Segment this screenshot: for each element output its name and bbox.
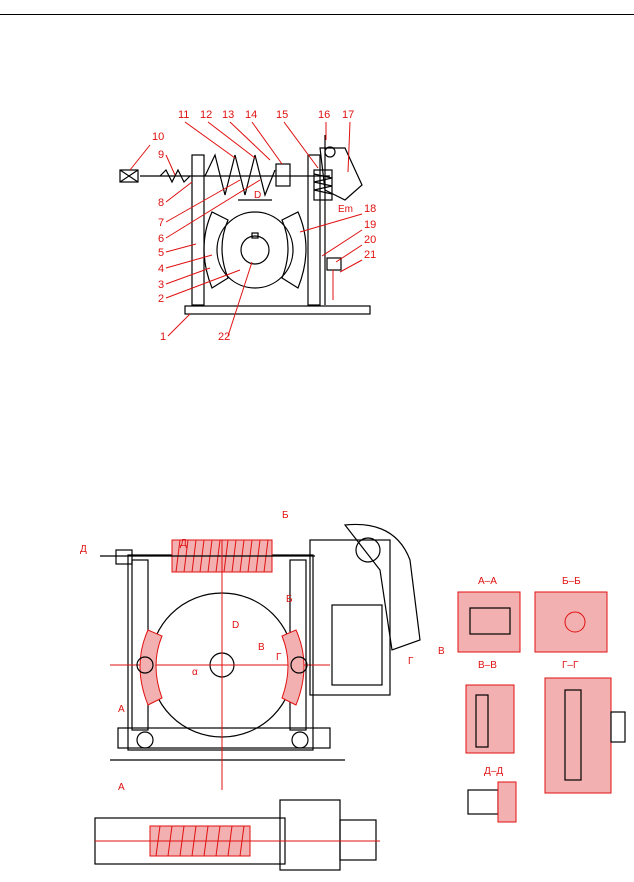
mark-d-right: Д	[180, 538, 187, 549]
main-spring	[204, 153, 276, 197]
release-lever-housing	[343, 523, 421, 651]
section-a-a	[457, 591, 521, 653]
drum-hub	[240, 235, 270, 265]
label-12: 12	[200, 109, 212, 121]
dimension-drum-d: D	[232, 620, 239, 631]
label-21: 21	[364, 249, 376, 261]
mark-v-left: В	[258, 642, 265, 653]
mark-d-left: Д	[80, 544, 87, 555]
label-20: 20	[364, 234, 376, 246]
left-spring	[159, 168, 191, 184]
label-4: 4	[158, 263, 164, 275]
section-d-d	[467, 789, 499, 815]
label-10: 10	[152, 131, 164, 143]
plan-view-release	[279, 799, 341, 871]
mark-g-left: Г	[276, 652, 282, 663]
label-9: 9	[158, 149, 164, 161]
mark-b-top: Б	[282, 510, 289, 521]
label-8: 8	[158, 197, 164, 209]
adjust-bolt	[326, 257, 342, 271]
release-device	[309, 539, 391, 696]
spring-seat	[275, 163, 291, 187]
label-1: 1	[160, 331, 166, 343]
brake-drum	[216, 211, 294, 289]
section-g-g-title: Г–Г	[562, 660, 579, 671]
mark-a-bottom: А	[118, 782, 125, 793]
left-post	[191, 154, 205, 306]
label-19: 19	[364, 219, 376, 231]
label-15: 15	[276, 109, 288, 121]
label-22: 22	[218, 331, 230, 343]
label-16: 16	[318, 109, 330, 121]
mark-v-right: В	[438, 646, 445, 657]
dimension-alpha: α	[192, 667, 198, 678]
section-v-v-title: В–В	[478, 660, 497, 671]
release-lever	[319, 147, 363, 201]
section-g-g	[544, 677, 612, 794]
drum-key	[251, 232, 259, 239]
mark-g-right: Г	[408, 656, 414, 667]
base-plate	[184, 305, 371, 315]
label-18: 18	[364, 203, 376, 215]
mark-b-mid: Б	[286, 594, 293, 605]
section-a-a-title: А–А	[478, 576, 497, 587]
label-13: 13	[222, 109, 234, 121]
brake-assembly-drawing: α D Д Д Б Б А А В В Г Г	[80, 510, 445, 871]
label-14: 14	[245, 109, 257, 121]
label-11: 11	[178, 109, 189, 121]
adjust-nut	[119, 169, 139, 183]
section-views: А–А Б–Б В–В Г–Г Д–Д	[457, 576, 626, 823]
dimension-em-label: Em	[338, 204, 353, 215]
right-brake-shoe	[281, 211, 307, 289]
dimension-d-label: D	[254, 190, 261, 201]
assembly-right-shoe	[281, 629, 305, 706]
assembly-base	[117, 727, 331, 749]
section-b-b-title: Б–Б	[562, 576, 581, 587]
schematic-labels: 1 2 3 4 5 6 7 8 9 10 11 12 13 1	[129, 109, 376, 343]
section-v-v	[465, 684, 515, 754]
label-3: 3	[158, 279, 164, 291]
header-rule	[0, 14, 634, 15]
label-5: 5	[158, 247, 164, 259]
label-6: 6	[158, 233, 164, 245]
assembly-left-shoe	[139, 629, 163, 706]
label-17: 17	[342, 109, 354, 121]
section-d-d-title: Д–Д	[484, 766, 503, 777]
brake-schematic: D Em 1 2 3 4 5 6 7 8 9 10 11	[119, 109, 376, 343]
label-7: 7	[158, 217, 164, 229]
section-markers: Д Д Б Б А А В В Г Г	[80, 510, 445, 793]
left-brake-shoe	[203, 211, 229, 289]
section-b-b	[534, 591, 608, 653]
mark-a-top: А	[118, 704, 125, 715]
label-2: 2	[158, 293, 164, 305]
